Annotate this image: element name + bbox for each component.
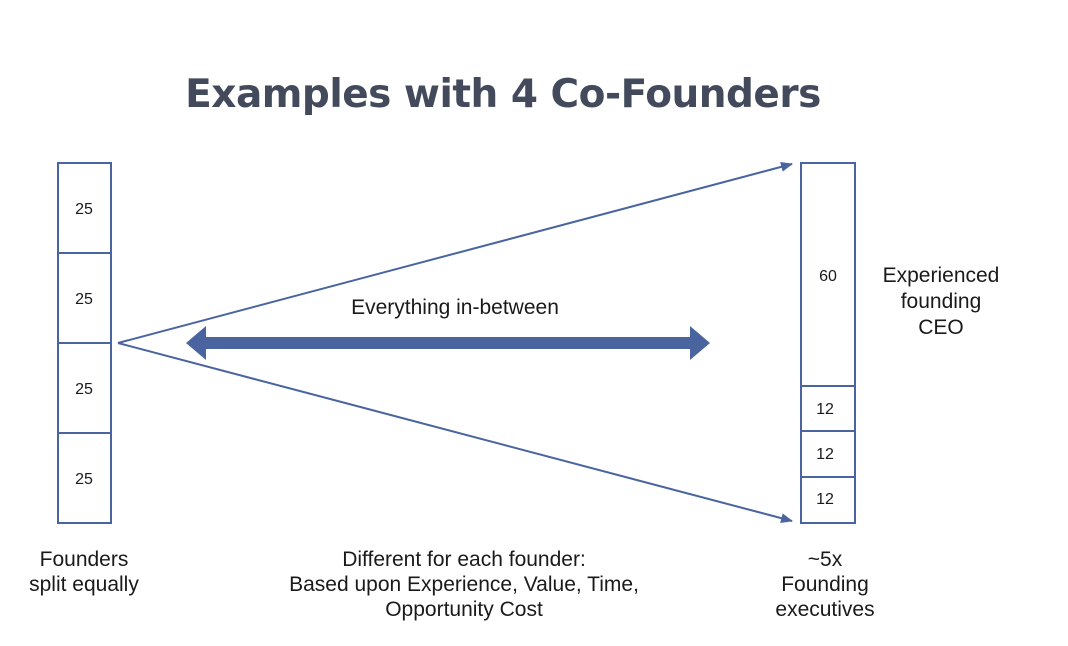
experienced-ceo-label-line-3: CEO — [918, 316, 964, 339]
left-caption-line-1: Founders — [39, 548, 129, 571]
lower-wedge-arrow — [117, 342, 793, 524]
left-segment-2 — [57, 252, 112, 344]
right-caption-line-3: executives — [775, 598, 875, 621]
diagram-title: Examples with 4 Co-Founders — [185, 72, 821, 117]
right-segment-exec-2-label: 12 — [816, 446, 834, 463]
left-segment-4-label: 25 — [75, 471, 93, 488]
right-segment-ceo — [800, 162, 856, 387]
everything-in-between-double-arrow — [186, 326, 710, 360]
left-segment-3-label: 25 — [75, 381, 93, 398]
left-segment-2-label: 25 — [75, 291, 93, 308]
experienced-ceo-label: Experienced founding CEO — [883, 264, 1000, 339]
left-segment-4 — [57, 432, 112, 524]
experienced-ceo-label-line-2: founding — [901, 290, 982, 313]
left-equal-split-bar: 25 25 25 25 — [57, 162, 112, 524]
middle-caption: Different for each founder: Based upon E… — [234, 547, 694, 622]
middle-caption-line-2: Based upon Experience, Value, Time, — [289, 573, 639, 596]
left-caption: Founders split equally — [4, 547, 164, 597]
left-segment-3 — [57, 342, 112, 434]
right-caption-line-2: Founding — [781, 573, 869, 596]
left-segment-1 — [57, 162, 112, 254]
middle-caption-line-3: Opportunity Cost — [385, 598, 543, 621]
left-caption-line-2: split equally — [29, 573, 139, 596]
right-segment-ceo-label: 60 — [819, 268, 837, 285]
right-caption: ~5x Founding executives — [745, 547, 905, 622]
right-segment-exec-2 — [800, 430, 856, 478]
left-segment-1-label: 25 — [75, 201, 93, 218]
middle-arrow-label: Everything in-between — [351, 296, 559, 319]
right-caption-line-1: ~5x — [807, 548, 843, 571]
right-segment-exec-1 — [800, 385, 856, 432]
middle-caption-line-1: Different for each founder: — [342, 548, 586, 571]
upper-wedge-arrow — [117, 161, 793, 344]
experienced-ceo-label-line-1: Experienced — [883, 264, 1000, 287]
right-segment-exec-1-label: 12 — [816, 401, 834, 418]
right-segment-exec-3 — [800, 476, 856, 524]
right-ceo-split-bar: 60 12 12 12 — [800, 162, 856, 524]
right-segment-exec-3-label: 12 — [816, 491, 834, 508]
